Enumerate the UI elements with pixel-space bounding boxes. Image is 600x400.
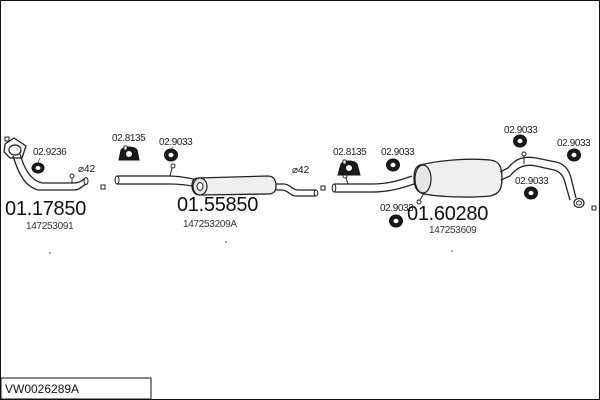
reference-box bbox=[0, 377, 152, 400]
rubber-mount-02-9033 bbox=[513, 134, 527, 148]
rubber-mount-02-9033 bbox=[389, 214, 403, 228]
diameter-label: ⌀42 bbox=[78, 164, 96, 175]
clamp-marker bbox=[591, 205, 597, 211]
rubber-mount-02-9033 bbox=[524, 186, 538, 200]
front-pipe bbox=[3, 136, 89, 191]
diameter-label: ⌀42 bbox=[292, 165, 310, 176]
rear-silencer-hanger bbox=[416, 192, 425, 205]
accessory-label: 02.8135 bbox=[333, 147, 367, 158]
rubber-mount-02-9033 bbox=[164, 146, 178, 162]
tail-pipe-hanger bbox=[521, 151, 527, 164]
part-code-front-pipe: 01.17850 bbox=[5, 198, 86, 220]
front-pipe-flange bbox=[3, 136, 27, 159]
accessory-label: 02.8135 bbox=[112, 133, 146, 144]
bracket-02-8135 bbox=[118, 145, 140, 161]
reference-number: VW0026289A bbox=[5, 382, 79, 396]
dot-marker bbox=[49, 252, 51, 254]
front-pipe-hanger bbox=[69, 173, 75, 183]
accessory-label: 02.9033 bbox=[380, 203, 414, 214]
oem-ref-rear-silencer: 147253609 bbox=[429, 225, 477, 236]
rubber-mount-02-9033 bbox=[567, 148, 581, 162]
accessory-label: 02.9033 bbox=[504, 125, 538, 136]
oem-ref-middle-silencer: 147253209A bbox=[183, 219, 237, 230]
dot-marker bbox=[225, 241, 227, 243]
middle-silencer bbox=[114, 163, 319, 197]
accessory-label: 02.9033 bbox=[381, 147, 415, 158]
rear-silencer bbox=[331, 151, 585, 209]
middle-silencer-hanger bbox=[169, 163, 176, 177]
dot-marker bbox=[451, 250, 453, 252]
accessory-label: 02.9236 bbox=[33, 147, 67, 158]
gasket-02-9236 bbox=[31, 157, 45, 174]
part-code-rear-silencer: 01.60280 bbox=[407, 203, 488, 225]
accessory-label: 02.9033 bbox=[515, 176, 549, 187]
oem-ref-front-pipe: 147253091 bbox=[26, 221, 74, 232]
rubber-mount-02-9033 bbox=[386, 158, 400, 172]
clamp-marker bbox=[320, 185, 326, 191]
bracket-02-8135 bbox=[337, 159, 361, 176]
clamp-marker bbox=[100, 184, 106, 190]
accessory-label: 02.9033 bbox=[557, 138, 591, 149]
accessory-label: 02.9033 bbox=[159, 137, 193, 148]
part-code-middle-silencer: 01.55850 bbox=[177, 194, 258, 216]
